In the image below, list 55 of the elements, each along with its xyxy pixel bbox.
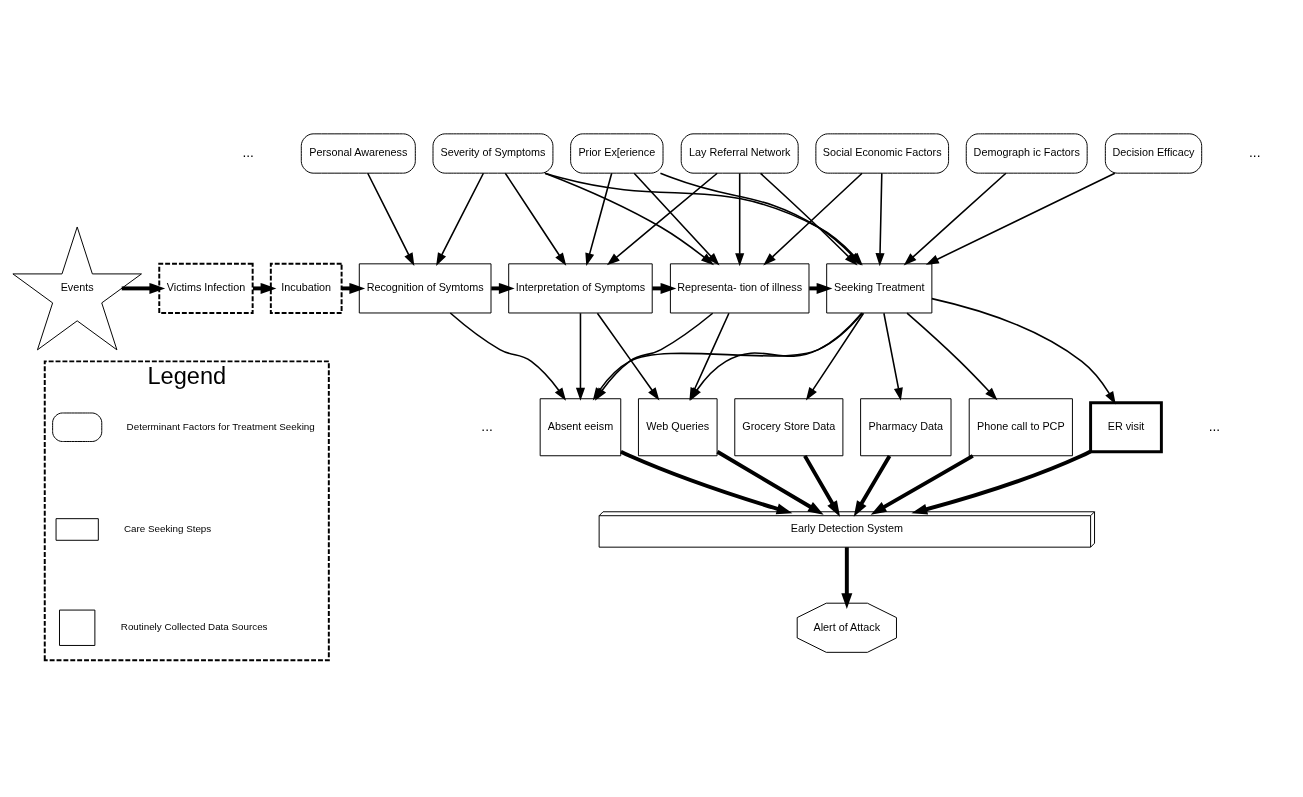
node-box: Prior Ex[erience [570,133,664,174]
arrow [870,454,974,515]
arrow [544,172,714,266]
node-box: Social Economic Factors [815,133,950,174]
node-box [55,518,99,541]
node-box: Decision Efficacy [1104,133,1203,174]
node-box: Demograph ic Factors [965,133,1088,174]
arrow [620,449,793,515]
arrow [735,172,745,267]
node-box: Incubation [269,262,343,314]
node-box: Recognition of Symtoms [358,263,492,314]
legend-label: Routinely Collected Data Sources [120,621,268,633]
node-box: Severity of Symptoms [432,133,554,174]
node-box [59,609,96,646]
arrow [652,282,677,294]
arrow [841,547,853,609]
arrow [633,172,720,266]
legend-label: Determinant Factors for Treatment Seeking [126,420,315,432]
arrow [449,312,566,401]
node-box: Pharmacy Data [860,398,952,457]
node-box: Interpretation of Symptoms [508,263,653,314]
node-box: Web Queries [637,398,718,457]
arrow [906,312,998,401]
label: ... [1249,145,1261,161]
node-box: Personal Awareness [300,133,416,174]
arrow [931,297,1116,405]
arrow [911,449,1092,515]
arrow [716,450,824,515]
node-box: Victims Infection [158,262,254,314]
arrow [606,172,718,266]
arrow [585,172,613,267]
node-box: Phone call to PCP [968,398,1073,457]
label: ... [1208,418,1221,434]
arrow [504,172,567,266]
node-box: Seeking Treatment [826,263,933,314]
node-box: ER visit [1089,401,1163,454]
arrow [121,282,166,294]
node-box: Absent eeism [539,398,622,457]
arrow [436,172,485,266]
label: ... [242,145,254,161]
arrow [575,312,585,401]
node-box: Grocery Store Data [734,398,844,457]
legend-label: Care Seeking Steps [123,522,212,534]
label: ... [481,418,493,434]
arrow [925,172,1116,265]
node-box: Lay Referral Network [680,133,799,174]
arrow [875,172,885,267]
arrow [903,172,1007,266]
arrow [805,312,865,401]
arrow [366,172,415,266]
arrow [883,312,903,401]
arrow [803,454,841,517]
node-box: Representa- tion of illness [669,263,810,314]
node-box [52,412,103,442]
arrow [853,454,892,517]
